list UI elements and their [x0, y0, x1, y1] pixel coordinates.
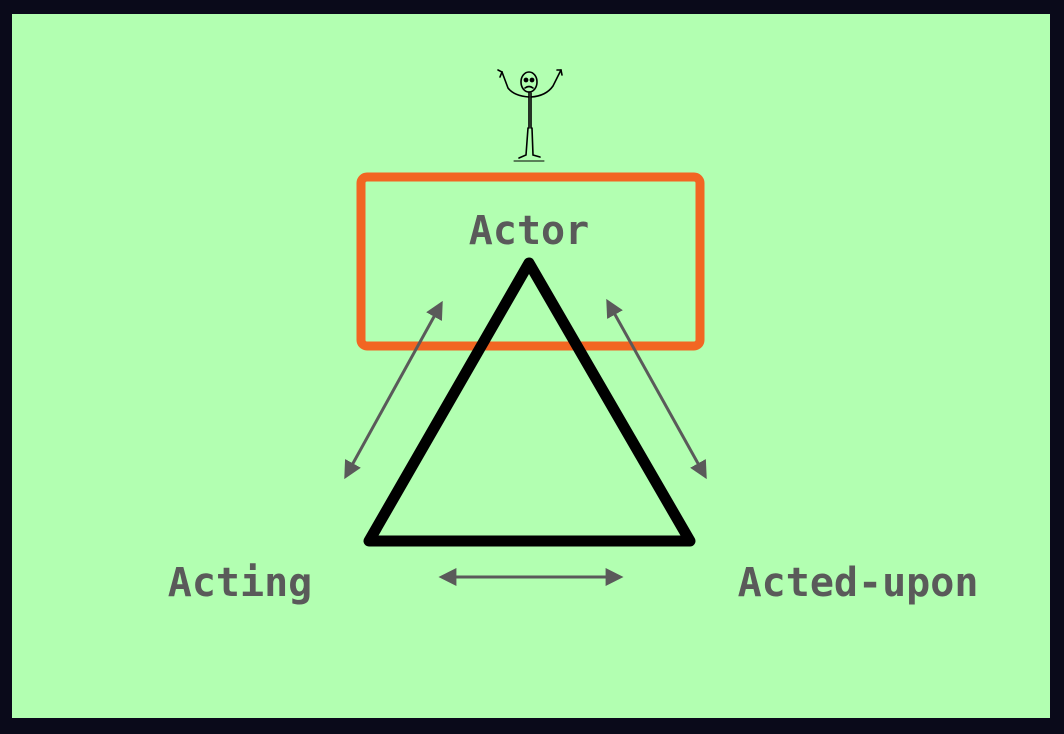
arrow-actor-acted-upon — [606, 298, 707, 480]
actor-box — [356, 172, 705, 351]
relationship-triangle — [363, 257, 696, 547]
acted-upon-label: Acted-upon — [738, 560, 979, 606]
diagram-canvas — [12, 14, 1050, 718]
acting-label: Acting — [168, 560, 313, 606]
stick-figure-icon — [497, 69, 563, 162]
arrow-actor-acting — [344, 300, 443, 480]
actor-label: Actor — [469, 208, 589, 254]
